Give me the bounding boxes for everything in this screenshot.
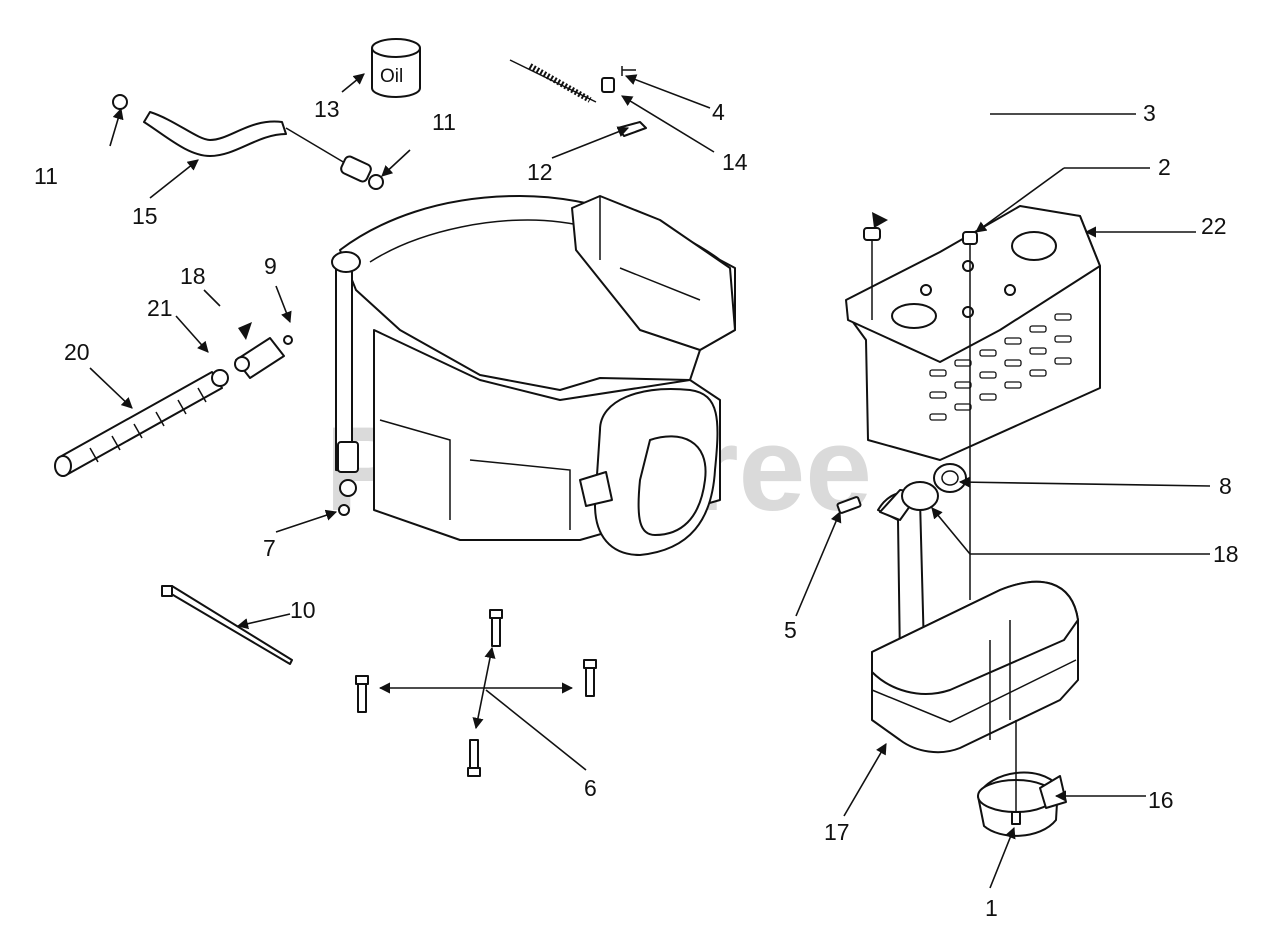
oil-can-text: Oil bbox=[380, 66, 403, 87]
leader-2b-head bbox=[872, 212, 888, 228]
label-10: 10 bbox=[290, 597, 316, 623]
leader-18a bbox=[203, 289, 221, 307]
label-22: 22 bbox=[1201, 213, 1227, 239]
label-3: 3 bbox=[1143, 100, 1156, 126]
label-11b: 11 bbox=[432, 109, 456, 135]
label-13: 13 bbox=[314, 96, 340, 122]
leader-8 bbox=[958, 476, 1211, 488]
label-11a: 11 bbox=[34, 163, 58, 189]
label-14: 14 bbox=[722, 149, 748, 175]
leader-11a bbox=[109, 107, 124, 147]
leader-7 bbox=[275, 509, 338, 533]
oil-can: Oil bbox=[371, 38, 421, 98]
label-7: 7 bbox=[263, 535, 276, 561]
fuel-line-group bbox=[54, 335, 293, 477]
leader-12 bbox=[551, 126, 630, 159]
heat-shield-slots bbox=[929, 313, 1072, 421]
leader-1 bbox=[989, 826, 1016, 889]
leader-6-v bbox=[472, 646, 496, 730]
muffler bbox=[871, 580, 1079, 754]
label-6: 6 bbox=[584, 775, 597, 801]
leader-21 bbox=[175, 315, 209, 353]
leader-lines bbox=[89, 73, 1211, 889]
deflector bbox=[977, 720, 1067, 837]
leader-17 bbox=[843, 743, 887, 817]
leader-6 bbox=[485, 689, 587, 771]
leader-11b bbox=[381, 149, 411, 177]
exhaust-pipe bbox=[836, 463, 967, 661]
leader-15 bbox=[149, 159, 199, 199]
label-15: 15 bbox=[132, 203, 158, 229]
label-12: 12 bbox=[527, 159, 553, 185]
label-9: 9 bbox=[264, 253, 277, 279]
leader-20 bbox=[89, 367, 133, 409]
label-8: 8 bbox=[1219, 473, 1232, 499]
leader-14 bbox=[621, 95, 715, 153]
leader-5 bbox=[795, 510, 842, 617]
label-4: 4 bbox=[712, 99, 725, 125]
leader-9 bbox=[275, 285, 292, 324]
leader-2 bbox=[975, 167, 1065, 233]
leader-18a-head bbox=[238, 322, 252, 340]
label-21: 21 bbox=[147, 295, 173, 321]
label-16: 16 bbox=[1148, 787, 1174, 813]
cable-tie bbox=[161, 585, 293, 665]
leader-18b bbox=[931, 507, 971, 555]
shield-screws bbox=[863, 227, 978, 600]
leader-4 bbox=[624, 74, 711, 109]
heat-shield bbox=[845, 205, 1101, 461]
callout-labels: 11 11 13 15 4 14 12 3 2 22 8 18 5 16 17 … bbox=[34, 96, 1239, 921]
label-18a: 18 bbox=[180, 263, 206, 289]
leader-13 bbox=[341, 73, 365, 93]
breather-hose bbox=[112, 94, 384, 190]
label-5: 5 bbox=[784, 617, 797, 643]
engine bbox=[331, 195, 736, 556]
label-2: 2 bbox=[1158, 154, 1171, 180]
label-17: 17 bbox=[824, 819, 850, 845]
label-18b: 18 bbox=[1213, 541, 1239, 567]
label-20: 20 bbox=[64, 339, 90, 365]
mounting-bolts bbox=[355, 609, 597, 777]
label-1: 1 bbox=[985, 895, 998, 921]
leader-10 bbox=[236, 613, 291, 630]
